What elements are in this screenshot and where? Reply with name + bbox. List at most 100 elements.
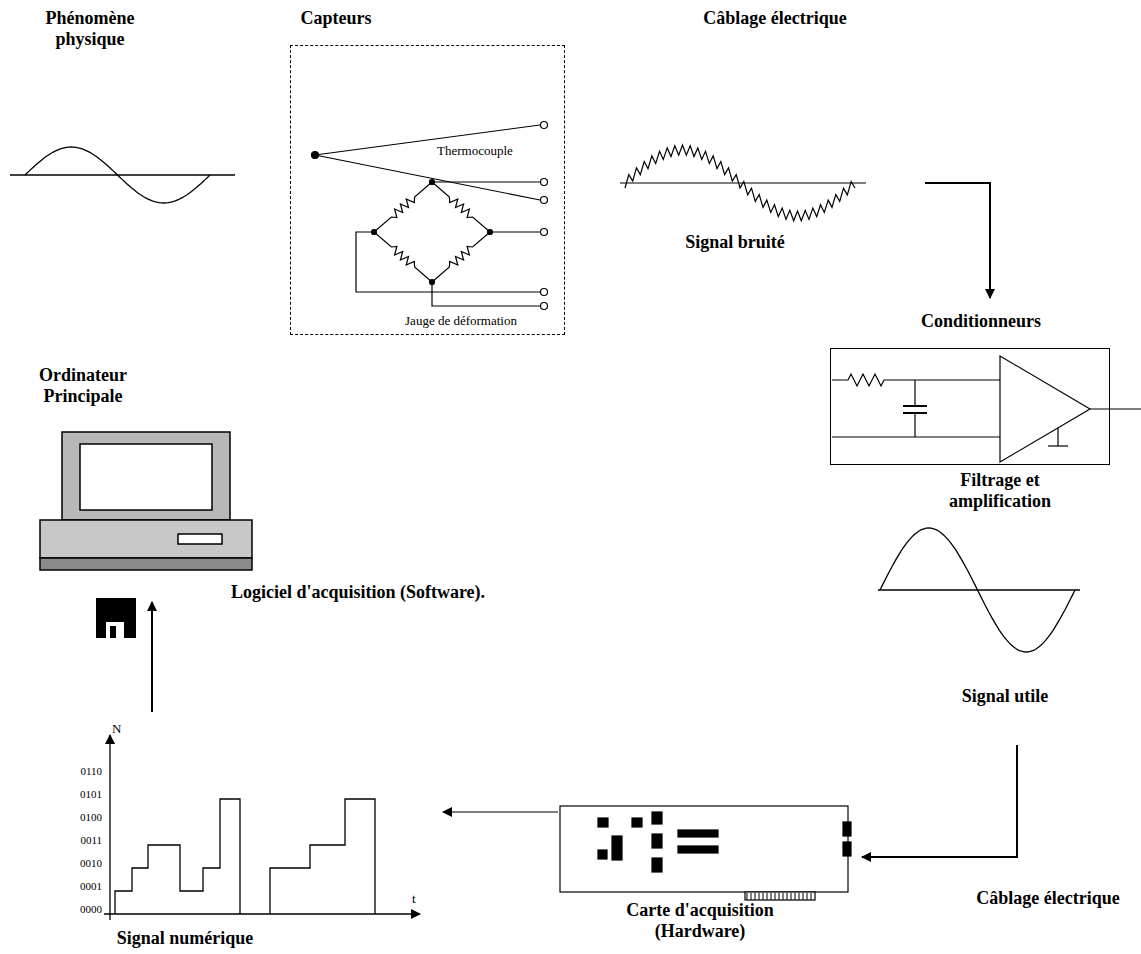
acquisition-card (843, 842, 851, 856)
computer-icon (80, 444, 212, 510)
signal-label: Signal bruité (655, 232, 815, 253)
edge-pin (811, 893, 812, 900)
edge-pin (795, 893, 796, 900)
signal-label: Signal numérique (95, 928, 275, 949)
floppy-icon (106, 622, 124, 638)
thermocouple-symbol (312, 122, 548, 204)
acquisition-card (747, 893, 811, 900)
filter-amplifier-circuit (914, 380, 915, 406)
strain-gauge-bridge (356, 179, 548, 310)
computer-icon (178, 534, 222, 544)
flow-arrow (443, 811, 558, 812)
strain-gauge-bridge (432, 282, 540, 306)
thermocouple-symbol (541, 122, 548, 129)
strain-gauge-bridge (541, 303, 548, 310)
bridge-node (430, 280, 435, 285)
edge-pin (803, 893, 804, 900)
thermocouple-symbol (541, 197, 548, 204)
resistor-symbol (432, 232, 490, 282)
caption-label: Carte d'acquisition (Hardware) (590, 900, 810, 941)
caption-label: Ordinateur Principale (8, 365, 158, 406)
acquisition-card (745, 892, 815, 900)
acquisition-card (652, 812, 662, 824)
filter-amplifier-circuit (1090, 408, 1141, 409)
bridge-node (372, 230, 377, 235)
signal-label: Signal utile (930, 686, 1080, 707)
strain-gauge-bridge (356, 232, 540, 292)
conditioner-box: Conditionneurs (830, 348, 1110, 465)
edge-pin (751, 893, 752, 900)
filter-amplifier-circuit (914, 413, 915, 437)
edge-pin (807, 893, 808, 900)
floppy-icon (96, 598, 136, 638)
resistor-symbol (374, 182, 432, 232)
filter-amplifier-circuit (1057, 428, 1058, 446)
digital-signal-plot (115, 799, 240, 914)
edge-pin (775, 893, 776, 900)
edge-pin (767, 893, 768, 900)
axis-tick: 0000 (46, 903, 102, 916)
group-heading: Capteurs (271, 8, 401, 29)
bridge-node (488, 230, 493, 235)
strain-gauge-bridge (432, 181, 540, 182)
noisy-signal (625, 145, 855, 221)
physical-signal (10, 147, 235, 203)
resistor-symbol (374, 232, 432, 282)
edge-pin (755, 893, 756, 900)
caption-label: Câblage électrique (700, 8, 850, 29)
axis-tick: 0101 (46, 788, 102, 801)
acquisition-card (598, 818, 608, 827)
axis-tick: 0010 (46, 857, 102, 870)
computer-icon (40, 520, 252, 558)
edge-pin (787, 893, 788, 900)
filter-amplifier-circuit (832, 436, 1000, 437)
acquisition-card (678, 846, 718, 853)
digital-signal-plot (104, 735, 420, 920)
computer-icon (40, 558, 252, 570)
useful-signal (878, 589, 1080, 590)
filter-amplifier-circuit (903, 405, 927, 407)
thermocouple-symbol (315, 155, 540, 200)
group-heading: Conditionneurs (911, 311, 1051, 332)
physical-signal (25, 147, 210, 203)
resistor-symbol (432, 182, 490, 232)
computer-icon (62, 432, 230, 520)
sensor-group: CapteursThermocoupleJauge de déformation (290, 45, 565, 335)
acquisition-card (632, 818, 642, 827)
digital-signal-plot (104, 913, 420, 914)
caption-label: Câblage électrique (962, 888, 1134, 909)
acquisition-card (612, 836, 622, 860)
digital-signal-plot (109, 735, 110, 920)
edge-pin (799, 893, 800, 900)
thermocouple-symbol (312, 152, 319, 159)
acquisition-card (678, 830, 718, 837)
axis-tick: 0100 (46, 811, 102, 824)
filter-amplifier-circuit (1048, 445, 1068, 446)
caption-label: Logiciel d'acquisition (Software). (228, 582, 488, 603)
useful-signal (880, 528, 1075, 652)
axis-label: N (112, 722, 132, 737)
noisy-signal (620, 145, 866, 221)
useful-signal (878, 528, 1080, 652)
edge-pin (783, 893, 784, 900)
filter-amplifier-circuit (832, 356, 1141, 462)
acquisition-card (652, 858, 662, 872)
sensor-label: Jauge de déformation (361, 314, 561, 329)
filter-amplifier-circuit (1000, 356, 1090, 462)
strain-gauge-bridge (541, 289, 548, 296)
strain-gauge-bridge (541, 179, 548, 186)
edge-pin (791, 893, 792, 900)
caption-label: Filtrage et amplification (910, 470, 1090, 511)
floppy-icon (96, 598, 136, 638)
physical-signal (10, 174, 235, 175)
acquisition-card (560, 806, 848, 892)
bridge-node (430, 180, 435, 185)
axis-label: t (412, 892, 426, 907)
digital-signal-plot (270, 799, 375, 914)
sensor-label: Thermocouple (437, 144, 547, 159)
axis-tick: 0011 (46, 834, 102, 847)
computer-icon (40, 432, 252, 570)
floppy-icon (110, 626, 116, 638)
acquisition-card (652, 834, 662, 848)
acquisition-card (560, 806, 851, 900)
